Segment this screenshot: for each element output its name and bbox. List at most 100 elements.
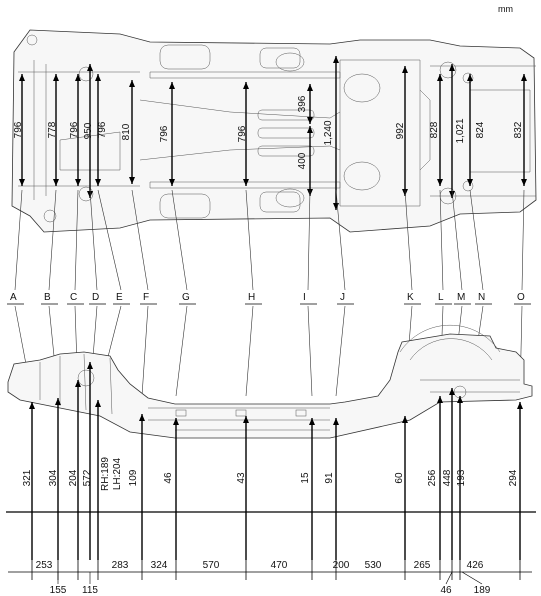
height-arrow-4 — [95, 400, 101, 560]
plan-width-label-4: 796 — [97, 121, 108, 138]
plan-arrow-1 — [53, 74, 59, 186]
height-label-7: 46 — [163, 472, 174, 484]
point-letter-g: G — [182, 292, 190, 303]
plan-width-label-5: 810 — [121, 123, 132, 140]
plan-width-label-0: 796 — [13, 121, 24, 138]
guide-line-j — [335, 189, 346, 397]
point-letter-k: K — [407, 292, 414, 303]
plan-width-label-8: 396 — [297, 95, 308, 112]
interval-label-7: 265 — [414, 560, 431, 571]
interval-label-0: 253 — [36, 560, 53, 571]
interval-label-6: 530 — [365, 560, 382, 571]
guide-line-h — [245, 189, 254, 397]
plan-width-label-9: 400 — [297, 152, 308, 169]
interval-label-8: 426 — [467, 560, 484, 571]
guide-line-g — [171, 189, 188, 397]
side-view-outline — [7, 333, 533, 439]
height-arrow-5 — [139, 414, 145, 560]
plan-arrow-2 — [75, 74, 81, 186]
point-letter-b: B — [44, 292, 51, 303]
guide-line-i — [307, 189, 313, 397]
point-letter-d: D — [92, 292, 99, 303]
height-label-5: LH:204 — [112, 457, 123, 490]
height-arrow-8 — [309, 418, 315, 560]
plan-width-label-15: 832 — [513, 121, 524, 138]
height-arrow-12 — [449, 388, 455, 560]
interval-label-3: 570 — [203, 560, 220, 571]
height-arrow-3 — [87, 362, 93, 560]
height-label-4: RH:189 — [100, 457, 111, 491]
height-label-1: 304 — [48, 469, 59, 486]
height-label-9: 15 — [300, 472, 311, 484]
plan-arrow-4 — [95, 74, 101, 186]
height-label-0: 321 — [22, 469, 33, 486]
interval-label-4: 470 — [271, 560, 288, 571]
plan-arrow-12 — [437, 74, 443, 186]
plan-arrow-0 — [19, 74, 25, 186]
plan-width-label-11: 992 — [395, 122, 406, 139]
height-arrow-10 — [402, 416, 408, 560]
height-label-3: 572 — [82, 469, 93, 486]
interval-bottom-label-0: 155 — [50, 585, 67, 596]
height-arrow-14 — [517, 402, 523, 560]
interval-leader-2 — [445, 571, 453, 585]
height-arrows — [29, 362, 523, 560]
point-letter-l: L — [438, 292, 444, 303]
height-arrow-7 — [243, 416, 249, 560]
height-label-13: 448 — [442, 469, 453, 486]
point-letter-o: O — [517, 292, 525, 303]
height-label-8: 43 — [236, 472, 247, 484]
plan-arrow-5 — [129, 80, 135, 184]
height-arrow-6 — [173, 418, 179, 560]
height-arrow-2 — [75, 380, 81, 560]
interval-labels: 253 283 324 570 470 200 530 265 426 155 115 46 189 — [36, 560, 491, 596]
plan-arrow-13 — [449, 64, 455, 198]
plan-width-label-1: 778 — [47, 121, 58, 138]
interval-label-1: 283 — [112, 560, 129, 571]
plan-arrow-15 — [521, 74, 527, 186]
interval-bottom-label-1: 115 — [82, 585, 98, 596]
plan-width-label-12: 828 — [429, 121, 440, 138]
height-label-10: 91 — [324, 472, 335, 484]
interval-bottom-label-2: 46 — [440, 585, 452, 596]
point-letter-i: I — [303, 292, 306, 303]
point-letter-n: N — [478, 292, 485, 303]
measuring-point-letters: A B C D E F G H I J K L M N O — [7, 292, 531, 305]
height-arrow-0 — [29, 402, 35, 560]
height-label-15: 294 — [508, 469, 519, 486]
height-arrow-11 — [437, 396, 443, 560]
interval-bottom-label-3: 189 — [474, 585, 491, 596]
interval-label-2: 324 — [151, 560, 168, 571]
unit-label: mm — [498, 4, 513, 14]
height-label-11: 60 — [394, 472, 405, 484]
height-arrow-1 — [55, 398, 61, 560]
interval-dimension-chain — [8, 560, 532, 585]
plan-arrow-7 — [243, 82, 249, 186]
plan-width-label-14: 824 — [475, 121, 486, 138]
height-label-12: 256 — [427, 469, 438, 486]
interval-leader-3 — [461, 571, 483, 585]
point-letter-j: J — [340, 292, 345, 303]
interval-label-5: 200 — [333, 560, 350, 571]
height-arrow-9 — [333, 418, 339, 560]
point-letter-c: C — [70, 292, 77, 303]
plan-width-label-7: 796 — [237, 125, 248, 142]
plan-arrow-6 — [169, 82, 175, 186]
point-letter-m: M — [457, 292, 465, 303]
plan-arrow-8 — [307, 84, 313, 124]
point-letter-a: A — [10, 292, 17, 303]
height-label-6: 109 — [128, 469, 139, 486]
height-label-14: 193 — [456, 469, 467, 486]
height-arrow-13 — [457, 396, 463, 560]
point-letter-h: H — [248, 292, 255, 303]
point-letter-f: F — [143, 292, 149, 303]
point-letter-e: E — [116, 292, 123, 303]
plan-width-label-13: 1,021 — [455, 118, 466, 143]
plan-width-label-3: 950 — [83, 122, 94, 139]
plan-width-label-10: 1,240 — [323, 120, 334, 145]
height-label-2: 204 — [68, 469, 79, 486]
guide-line-f — [131, 189, 149, 397]
